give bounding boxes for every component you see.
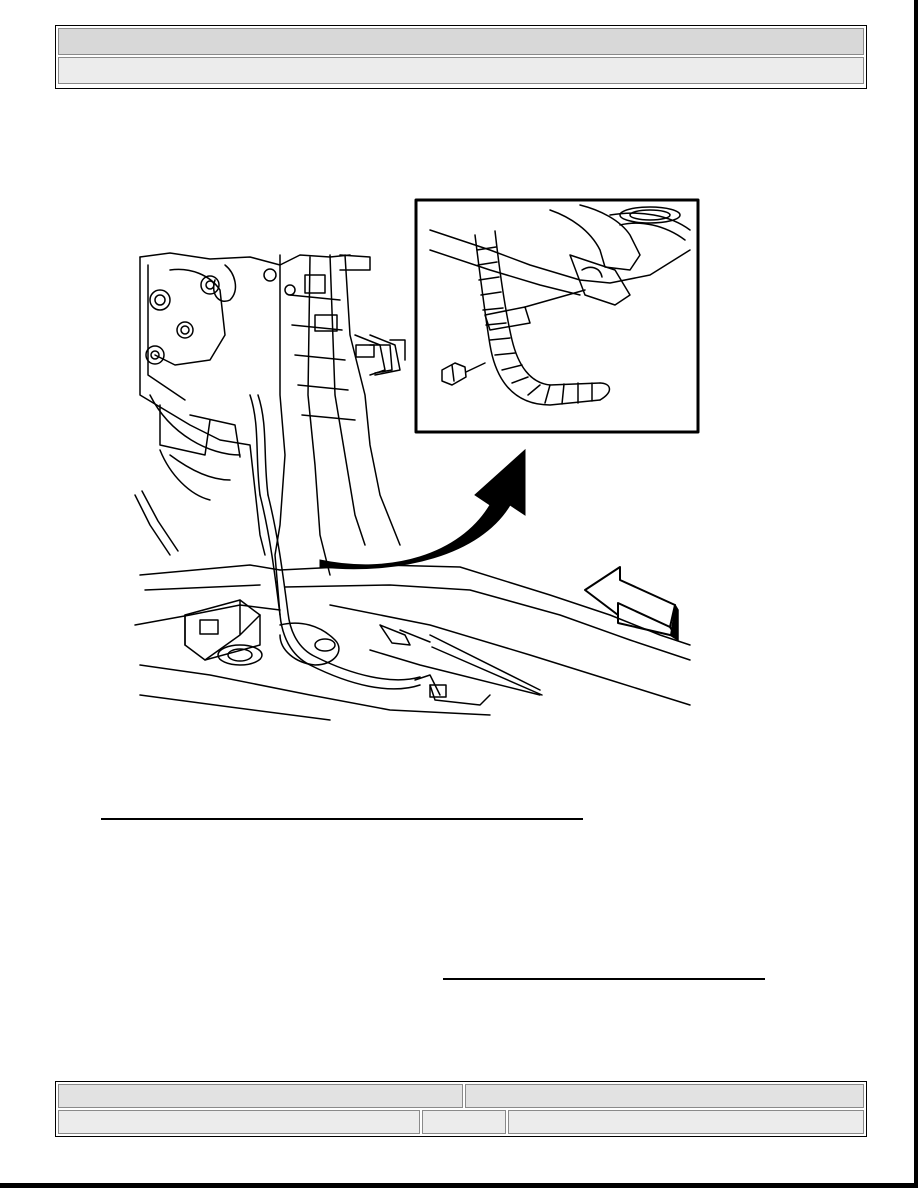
rule-line-1 [101, 818, 583, 820]
service-illustration [134, 198, 700, 721]
header-table [55, 25, 867, 89]
footer-row-bottom [58, 1110, 864, 1134]
header-title-row [58, 28, 864, 55]
vehicle-body-structure [134, 252, 691, 721]
callout-arrow [319, 448, 526, 570]
footer-cell-left-top [58, 1084, 463, 1108]
footer-table [55, 1081, 867, 1137]
rule-line-2 [443, 978, 765, 980]
footer-cell-middle-bottom [422, 1110, 506, 1134]
header-subtitle-row [58, 57, 864, 84]
view-direction-arrow [584, 566, 679, 641]
footer-cell-right-bottom [508, 1110, 864, 1134]
callout-inset [414, 198, 700, 434]
footer-cell-left-bottom [58, 1110, 420, 1134]
footer-row-top [58, 1084, 864, 1108]
footer-cell-right-top [465, 1084, 864, 1108]
